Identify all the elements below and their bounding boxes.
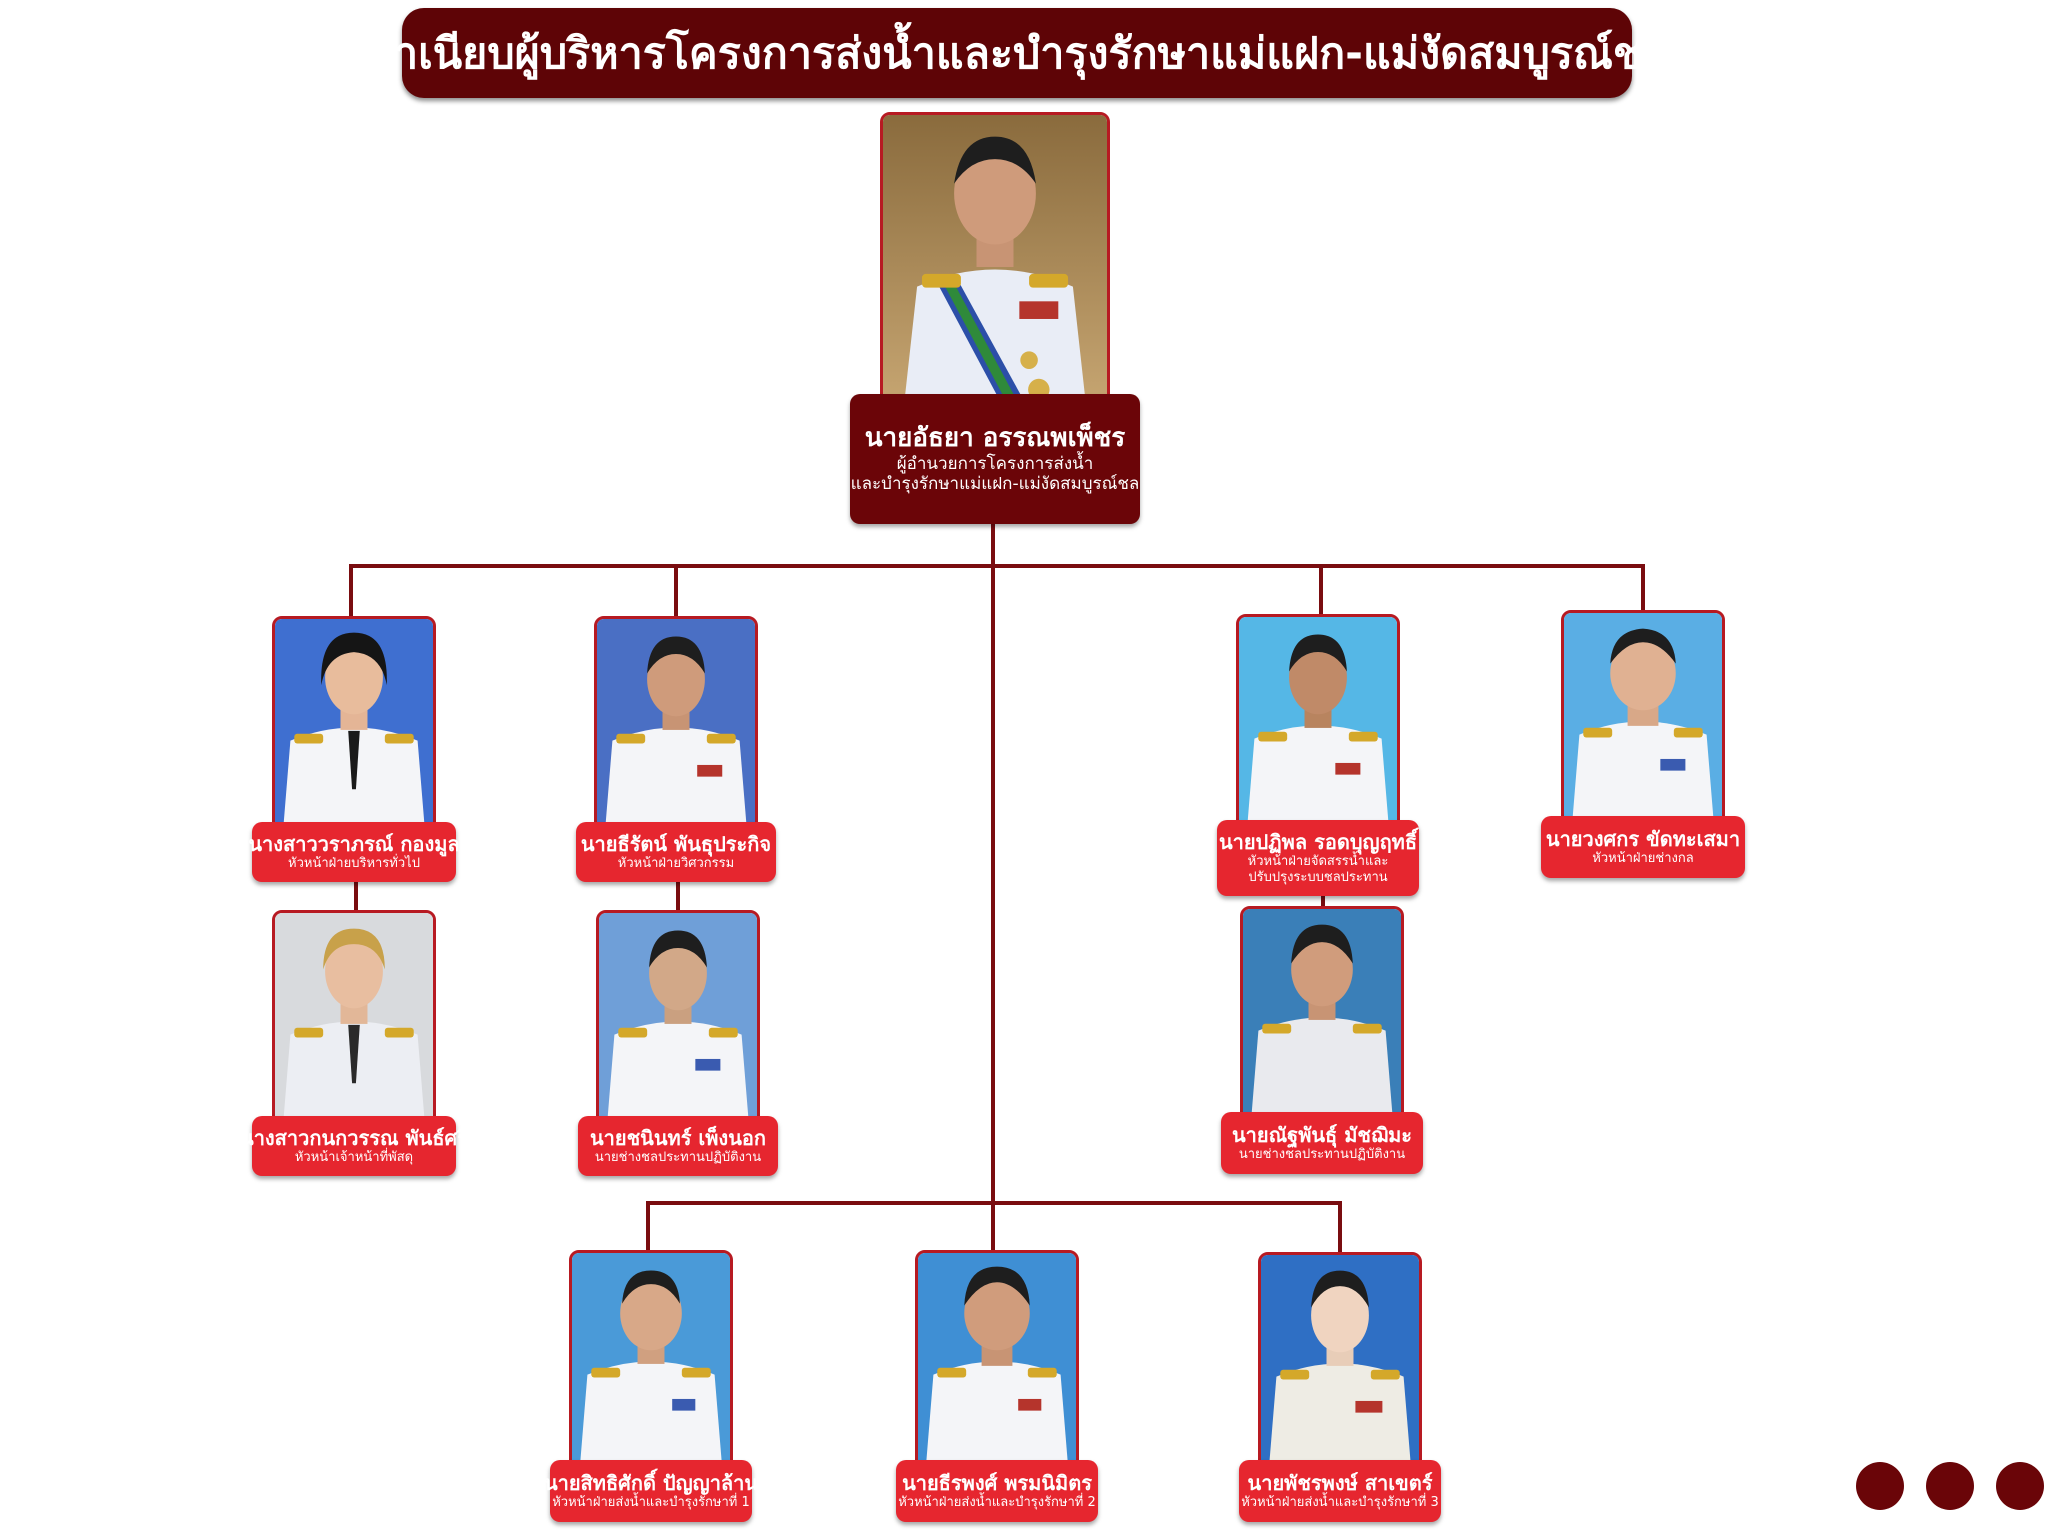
portrait-photo-icon (1239, 617, 1397, 833)
staff-name: นายณัฐพันธุ์ มัชฌิมะ (1231, 1122, 1412, 1147)
staff-card: นายชนินทร์ เพ็งนอก นายช่างชลประทานปฏิบัต… (578, 910, 778, 1178)
staff-position-line2: ปรับปรุงระบบชลประทาน (1248, 869, 1388, 885)
staff-photo (1561, 610, 1725, 832)
staff-photo (272, 910, 436, 1132)
staff-label: นายธีรพงศ์ พรมนิมิตร หัวหน้าฝ่ายส่งน้ำแล… (896, 1460, 1098, 1522)
staff-position: หัวหน้าฝ่ายส่งน้ำและบำรุงรักษาที่ 3 (1241, 1494, 1439, 1510)
staff-name: นายธีรัตน์ พันธุประกิจ (580, 831, 772, 856)
staff-photo (1236, 614, 1400, 836)
staff-photo (272, 616, 436, 838)
staff-position: หัวหน้าเจ้าหน้าที่พัสดุ (294, 1149, 414, 1165)
staff-label: นายณัฐพันธุ์ มัชฌิมะ นายช่างชลประทานปฏิบ… (1221, 1112, 1423, 1174)
portrait-photo-icon (1564, 613, 1722, 829)
staff-name: นายพัชรพงษ์ สาเขตร์ (1247, 1470, 1433, 1495)
portrait-photo-icon (599, 913, 757, 1129)
staff-name: นายชนินทร์ เพ็งนอก (589, 1125, 766, 1150)
staff-card: นายธีรัตน์ พันธุประกิจ หัวหน้าฝ่ายวิศวกร… (576, 616, 776, 884)
staff-label: นายธีรัตน์ พันธุประกิจ หัวหน้าฝ่ายวิศวกร… (576, 822, 776, 882)
portrait-photo-icon (597, 619, 755, 835)
portrait-photo-icon (918, 1253, 1076, 1469)
director-position-line1: ผู้อำนวยการโครงการส่งน้ำ (896, 453, 1094, 474)
title-banner: ทำเนียบผู้บริหารโครงการส่งน้ำและบำรุงรัก… (366, 8, 1668, 98)
staff-card: นายพัชรพงษ์ สาเขตร์ หัวหน้าฝ่ายส่งน้ำและ… (1239, 1252, 1441, 1524)
pager-dot[interactable] (1856, 1462, 1904, 1510)
staff-position-line1: หัวหน้าฝ่ายจัดสรรน้ำและ (1247, 853, 1389, 869)
director-label: นายอัธยา อรรณพเพ็ชร ผู้อำนวยการโครงการส่… (850, 394, 1140, 524)
staff-label: นายวงศกร ขัดทะเสมา หัวหน้าฝ่ายช่างกล (1541, 816, 1745, 878)
staff-name: นายปฏิพล รอดบุญฤทธิ์ (1218, 829, 1418, 854)
staff-photo (1258, 1252, 1422, 1474)
director-name: นายอัธยา อรรณพเพ็ชร (864, 422, 1126, 453)
staff-position: นายช่างชลประทานปฏิบัติงาน (1238, 1146, 1406, 1162)
staff-name: นายสิทธิศักดิ์ ปัญญาล้าน (543, 1470, 759, 1495)
portrait-photo-icon (275, 619, 433, 835)
staff-label: นายปฏิพล รอดบุญฤทธิ์ หัวหน้าฝ่ายจัดสรรน้… (1217, 820, 1419, 896)
staff-label: นายพัชรพงษ์ สาเขตร์ หัวหน้าฝ่ายส่งน้ำและ… (1239, 1460, 1441, 1522)
staff-card: นายปฏิพล รอดบุญฤทธิ์ หัวหน้าฝ่ายจัดสรรน้… (1217, 614, 1419, 896)
staff-card: นางสาววราภรณ์ กองมูล หัวหน้าฝ่ายบริหารทั… (248, 616, 460, 884)
portrait-photo-icon (275, 913, 433, 1129)
staff-position: หัวหน้าฝ่ายส่งน้ำและบำรุงรักษาที่ 2 (898, 1494, 1096, 1510)
staff-photo (596, 910, 760, 1132)
staff-card: นายวงศกร ขัดทะเสมา หัวหน้าฝ่ายช่างกล (1541, 610, 1745, 880)
staff-label: นายชนินทร์ เพ็งนอก นายช่างชลประทานปฏิบัต… (578, 1116, 778, 1176)
portrait-photo-icon (1261, 1255, 1419, 1471)
staff-photo (915, 1250, 1079, 1472)
staff-card: นายณัฐพันธุ์ มัชฌิมะ นายช่างชลประทานปฏิบ… (1221, 906, 1423, 1176)
staff-photo (594, 616, 758, 838)
director-position-line2: และบำรุงรักษาแม่แฝก-แม่งัดสมบูรณ์ชล (850, 473, 1140, 494)
staff-position: หัวหน้าฝ่ายวิศวกรรม (617, 855, 735, 871)
staff-name: นางสาววราภรณ์ กองมูล (248, 831, 460, 856)
portrait-photo-icon (572, 1253, 730, 1469)
page-title: ทำเนียบผู้บริหารโครงการส่งน้ำและบำรุงรัก… (365, 29, 1669, 79)
staff-photo (1240, 906, 1404, 1128)
staff-position: หัวหน้าฝ่ายบริหารทั่วไป (288, 855, 420, 871)
staff-position: นายช่างชลประทานปฏิบัติงาน (594, 1149, 762, 1165)
staff-card: นางสาวกนกวรรณ พันธ์ศรี หัวหน้าเจ้าหน้าที… (240, 910, 468, 1178)
pager-dot[interactable] (1996, 1462, 2044, 1510)
staff-name: นายธีรพงศ์ พรมนิมิตร (902, 1470, 1092, 1495)
staff-label: นางสาววราภรณ์ กองมูล หัวหน้าฝ่ายบริหารทั… (248, 822, 460, 882)
staff-label: นางสาวกนกวรรณ พันธ์ศรี หัวหน้าเจ้าหน้าที… (240, 1116, 468, 1176)
staff-name: นายวงศกร ขัดทะเสมา (1545, 826, 1741, 851)
portrait-photo-icon (883, 115, 1107, 419)
director-photo (880, 112, 1110, 422)
staff-name: นางสาวกนกวรรณ พันธ์ศรี (240, 1125, 468, 1150)
staff-photo (569, 1250, 733, 1472)
staff-label: นายสิทธิศักดิ์ ปัญญาล้าน หัวหน้าฝ่ายส่งน… (544, 1460, 758, 1522)
staff-card: นายธีรพงศ์ พรมนิมิตร หัวหน้าฝ่ายส่งน้ำแล… (896, 1250, 1098, 1524)
pager-dot[interactable] (1926, 1462, 1974, 1510)
staff-position: หัวหน้าฝ่ายช่างกล (1592, 850, 1694, 866)
portrait-photo-icon (1243, 909, 1401, 1125)
staff-card: นายสิทธิศักดิ์ ปัญญาล้าน หัวหน้าฝ่ายส่งน… (544, 1250, 758, 1524)
staff-position: หัวหน้าฝ่ายส่งน้ำและบำรุงรักษาที่ 1 (552, 1494, 750, 1510)
director-card: นายอัธยา อรรณพเพ็ชร ผู้อำนวยการโครงการส่… (850, 110, 1140, 526)
